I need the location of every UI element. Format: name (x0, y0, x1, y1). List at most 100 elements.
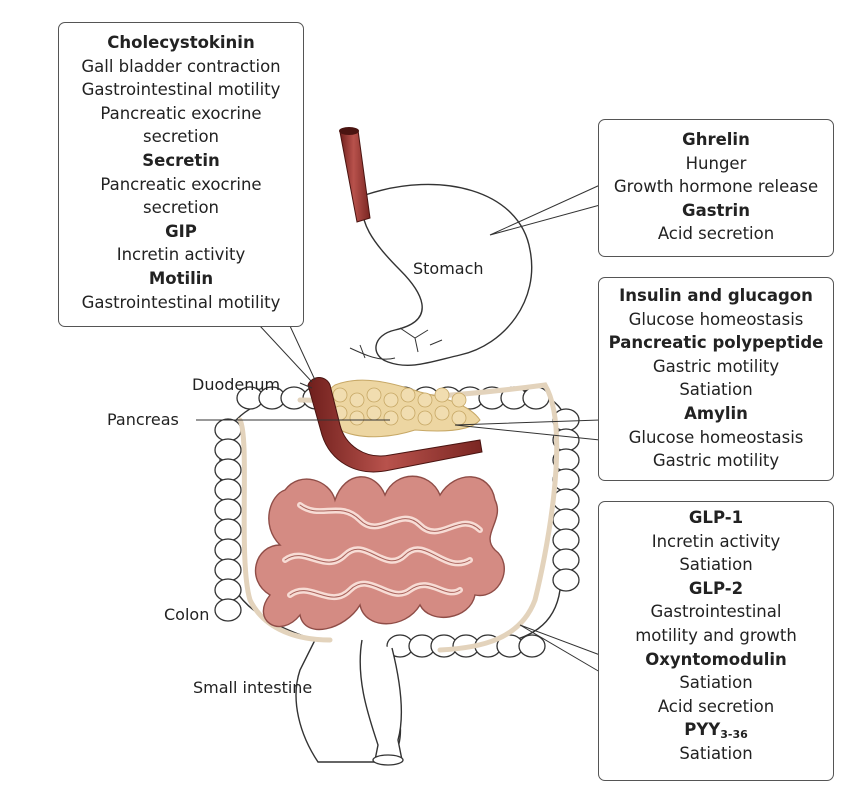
hormone-function-text: Hunger (685, 153, 747, 173)
stomach-label: Stomach (413, 259, 484, 278)
pancreas-lobule (434, 387, 450, 403)
pancreas-lobule (400, 405, 416, 421)
haustrum (214, 578, 242, 602)
pancreas-lobule (366, 405, 382, 421)
hormone-function: Glucose homeostasis (599, 308, 833, 332)
hormone-function-text: Satiation (679, 743, 753, 763)
haustrum (214, 598, 242, 622)
hormone-function: Incretin activity (599, 530, 833, 554)
esophagus-opening (339, 127, 359, 135)
pancreas-lobule (451, 392, 467, 408)
hormone-function-text: Satiation (679, 380, 753, 400)
stomach-vessels (349, 327, 443, 360)
hormone-name: Secretin (59, 149, 303, 173)
hormone-function: Gastric motility (599, 355, 833, 379)
hormone-function: Pancreatic exocrine (59, 102, 303, 126)
haustrum (214, 518, 242, 542)
hormone-name-text: Pancreatic polypeptide (608, 333, 824, 353)
hormone-function-text: motility and growth (635, 625, 797, 645)
hormone-function: Glucose homeostasis (599, 426, 833, 450)
haustrum (214, 558, 242, 582)
hormone-function-text: Incretin activity (651, 531, 781, 551)
hormone-function: Gall bladder contraction (59, 55, 303, 79)
hormone-name-text: Ghrelin (682, 130, 750, 149)
hormone-function: Hunger (599, 152, 833, 176)
hormone-function: motility and growth (599, 624, 833, 648)
hormone-function: Pancreatic exocrine (59, 173, 303, 197)
pancreas-lobule (383, 392, 399, 408)
hormone-name: Ghrelin (599, 128, 833, 152)
pancreas-lobule (366, 387, 382, 403)
haustrum (214, 538, 242, 562)
hormone-name-text: Insulin and glucagon (619, 286, 813, 305)
hormone-name-text: Cholecystokinin (107, 33, 255, 52)
esophagus-tube (339, 129, 371, 223)
hormone-name-text: Motilin (148, 268, 214, 288)
small-intestine-coil (254, 475, 505, 631)
haustrum (552, 548, 580, 572)
haustrum (214, 478, 242, 502)
duodenum-label: Duodenum (192, 375, 281, 394)
pancreas-lobule (332, 387, 348, 403)
hormone-name-text: PYY (684, 720, 721, 740)
hormone-function-text: Gastric motility (652, 451, 780, 471)
hormone-function-text: Glucose homeostasis (628, 427, 804, 447)
hormone-function: Incretin activity (59, 243, 303, 267)
hormone-name: GIP (59, 220, 303, 244)
hormone-function-text: Glucose homeostasis (628, 309, 804, 329)
hormone-function: Satiation (599, 671, 833, 695)
pancreas-lobule (417, 392, 433, 408)
hormone-name-text: Oxyntomodulin (645, 649, 787, 669)
hormone-function-text: secretion (143, 198, 219, 218)
hormone-function-text: Satiation (679, 673, 753, 693)
hormone-name-text: GIP (165, 221, 197, 241)
haustrum (214, 498, 242, 522)
hormone-name: Gastrin (599, 199, 833, 223)
pancreas (325, 379, 481, 438)
hormone-function-text: Growth hormone release (613, 177, 819, 197)
hormone-name: Motilin (59, 267, 303, 291)
hormone-function-text: Gall bladder contraction (81, 56, 281, 76)
hormone-name-text: GLP-2 (688, 578, 744, 598)
esophagus (339, 127, 371, 223)
hormone-subscript: 3-36 (720, 728, 748, 742)
haustrum (552, 528, 580, 552)
hormone-function: Satiation (599, 742, 833, 766)
hormone-name: Pancreatic polypeptide (599, 331, 833, 355)
hormone-name: GLP-1 (599, 506, 833, 530)
hormone-name: Insulin and glucagon (599, 284, 833, 308)
pancreas-lobule (434, 405, 450, 421)
hormone-function-text: Pancreatic exocrine (100, 174, 262, 194)
pancreas-lobule (417, 410, 433, 426)
pancreas-box-leader (454, 419, 601, 441)
hormone-function-text: Incretin activity (116, 245, 246, 265)
duodenum-box-leader (259, 325, 316, 383)
pancreas-lobule (383, 410, 399, 426)
leader-lines (196, 184, 601, 673)
pancreas-lobule (451, 410, 467, 426)
colon-label: Colon (164, 605, 210, 624)
haustrum (552, 488, 580, 512)
duodenum-label-leader (299, 382, 313, 389)
hormone-function: Growth hormone release (599, 175, 833, 199)
hormone-function-text: Gastrointestinal motility (81, 292, 281, 312)
hormone-function-text: Acid secretion (657, 696, 775, 716)
stomach (361, 183, 533, 366)
hormone-name: GLP-2 (599, 577, 833, 601)
hormone-function: Satiation (599, 553, 833, 577)
haustrum (214, 438, 242, 462)
small-intestine-folds-shade (284, 504, 481, 598)
haustrum (214, 458, 242, 482)
hormone-function: Gastric motility (599, 449, 833, 473)
hormone-function-text: Gastric motility (652, 356, 780, 376)
hormone-name: PYY3-36 (599, 718, 833, 742)
hormone-function: Gastrointestinal motility (59, 291, 303, 315)
pancreas-lobule (400, 387, 416, 403)
pancreas-lobes (332, 387, 467, 426)
